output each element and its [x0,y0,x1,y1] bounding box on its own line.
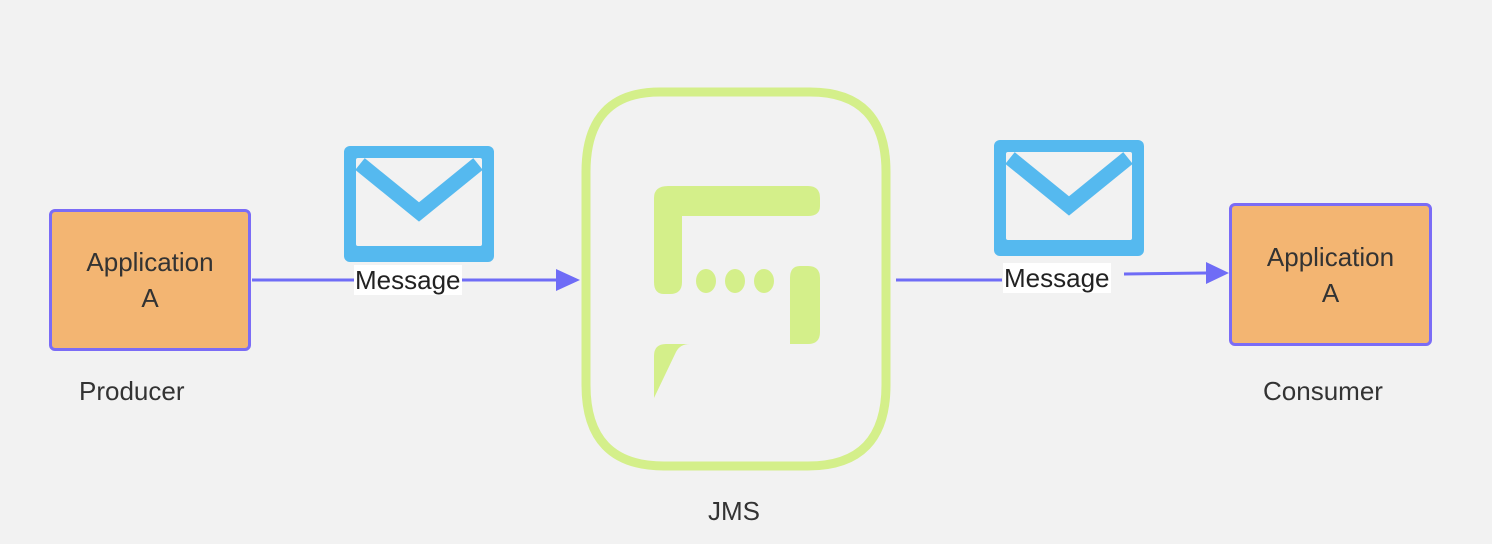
consumer-application-box: Application A [1229,203,1432,346]
envelope-icon [344,146,494,262]
producer-box-title: Application [86,247,214,277]
jms-caption: JMS [708,496,760,526]
edge-jms-to-consumer [896,262,1229,284]
jms-broker-icon [581,87,891,471]
producer-caption: Producer [79,376,185,406]
envelope-icon [994,140,1144,256]
broker-outline [581,87,891,471]
producer-application-box: Application A [49,209,251,351]
chat-bubble-icon [654,186,820,398]
arrowhead-icon [1206,262,1229,284]
edge-label-message: Message [354,265,462,295]
producer-box-subtitle: A [141,283,159,313]
consumer-caption: Consumer [1263,376,1383,406]
ellipsis-dot-icon [754,269,774,293]
ellipsis-dot-icon [725,269,745,293]
consumer-box-title: Application [1266,241,1395,272]
edge-label-message: Message [1003,263,1111,293]
connector-line [1123,271,1207,276]
consumer-box-subtitle: A [1321,277,1340,308]
arrowhead-icon [556,269,580,291]
ellipsis-dot-icon [696,269,716,293]
